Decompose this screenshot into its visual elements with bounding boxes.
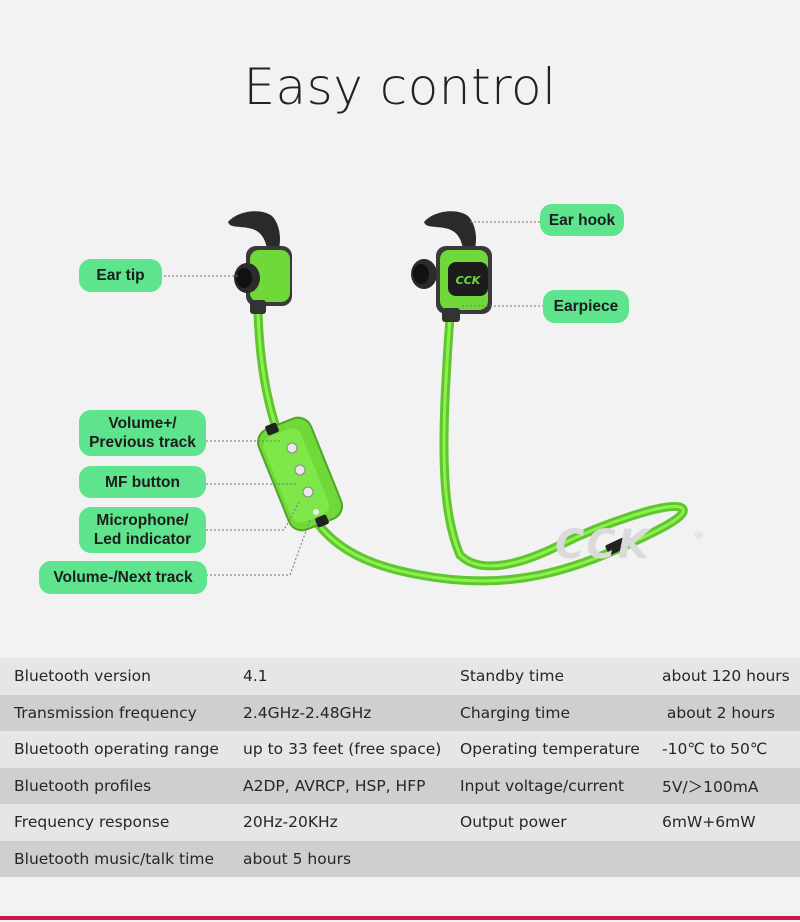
spec-row: Transmission frequency 2.4GHz-2.48GHz Ch… [0,694,800,731]
label-volume-down: Volume-/Next track [39,561,207,594]
earpiece-logo: CCK [456,274,482,287]
spec-row: Bluetooth operating range up to 33 feet … [0,731,800,768]
brand-watermark: CCK [555,522,651,568]
spec-value: up to 33 feet (free space) [243,740,442,759]
spec-name: Frequency response [14,813,170,832]
spec-name: Output power [460,813,567,832]
spec-value: about 5 hours [243,849,352,868]
label-mf-button-text: MF button [105,473,180,491]
spec-row: Frequency response 20Hz-20KHz Output pow… [0,804,800,841]
label-ear-tip: Ear tip [79,259,162,292]
left-earbud [228,211,292,314]
right-earbud: CCK [411,211,492,322]
inline-remote [257,416,343,532]
label-microphone-line2: Led indicator [93,531,192,548]
spec-name: Input voltage/current [460,776,625,795]
spec-value: 5V/＞100mA [662,777,759,796]
spec-row: Bluetooth version 4.1 Standby time about… [0,658,800,695]
label-ear-hook: Ear hook [540,204,624,236]
label-microphone: Microphone/ Led indicator [79,507,206,553]
spec-value: 4.1 [243,667,268,686]
cable-clip [605,537,627,556]
spec-value: about 2 hours [662,703,775,722]
label-volume-up-line2: Previous track [89,434,196,451]
spec-value: 2.4GHz-2.48GHz [243,703,372,722]
spec-row: Bluetooth profiles A2DP, AVRCP, HSP, HFP… [0,767,800,804]
earphones-illustration: CCK [160,211,688,586]
footer-divider [0,916,800,920]
label-volume-up-line1: Volume+/ [108,415,177,432]
page-title: Easy control [243,58,557,116]
spec-name: Charging time [460,703,570,722]
spec-row: Bluetooth music/talk time about 5 hours [0,840,800,877]
spec-value: A2DP, AVRCP, HSP, HFP [243,776,426,795]
label-mf-button: MF button [79,466,206,498]
spec-name: Bluetooth profiles [14,776,152,795]
spec-name: Transmission frequency [14,703,197,722]
spec-table: Bluetooth version 4.1 Standby time about… [0,658,800,877]
spec-name: Standby time [460,667,565,686]
spec-value: about 120 hours [662,667,790,686]
label-ear-tip-text: Ear tip [96,267,145,284]
spec-name: Bluetooth operating range [14,740,219,759]
label-ear-hook-text: Ear hook [548,211,616,229]
leader-lines [160,221,544,576]
spec-name: Bluetooth music/talk time [14,849,215,868]
label-volume-up: Volume+/ Previous track [79,410,206,456]
label-earpiece-text: Earpiece [553,298,619,315]
spec-value: 6mW+6mW [662,813,756,832]
label-microphone-line1: Microphone/ [96,512,189,529]
spec-value: 20Hz-20KHz [243,813,338,832]
registered-mark: ® [695,530,704,542]
spec-name: Bluetooth version [14,667,151,686]
label-earpiece: Earpiece [543,290,629,323]
spec-value: -10℃ to 50℃ [662,740,768,759]
spec-name: Operating temperature [460,740,640,759]
label-volume-down-text: Volume-/Next track [53,569,193,586]
